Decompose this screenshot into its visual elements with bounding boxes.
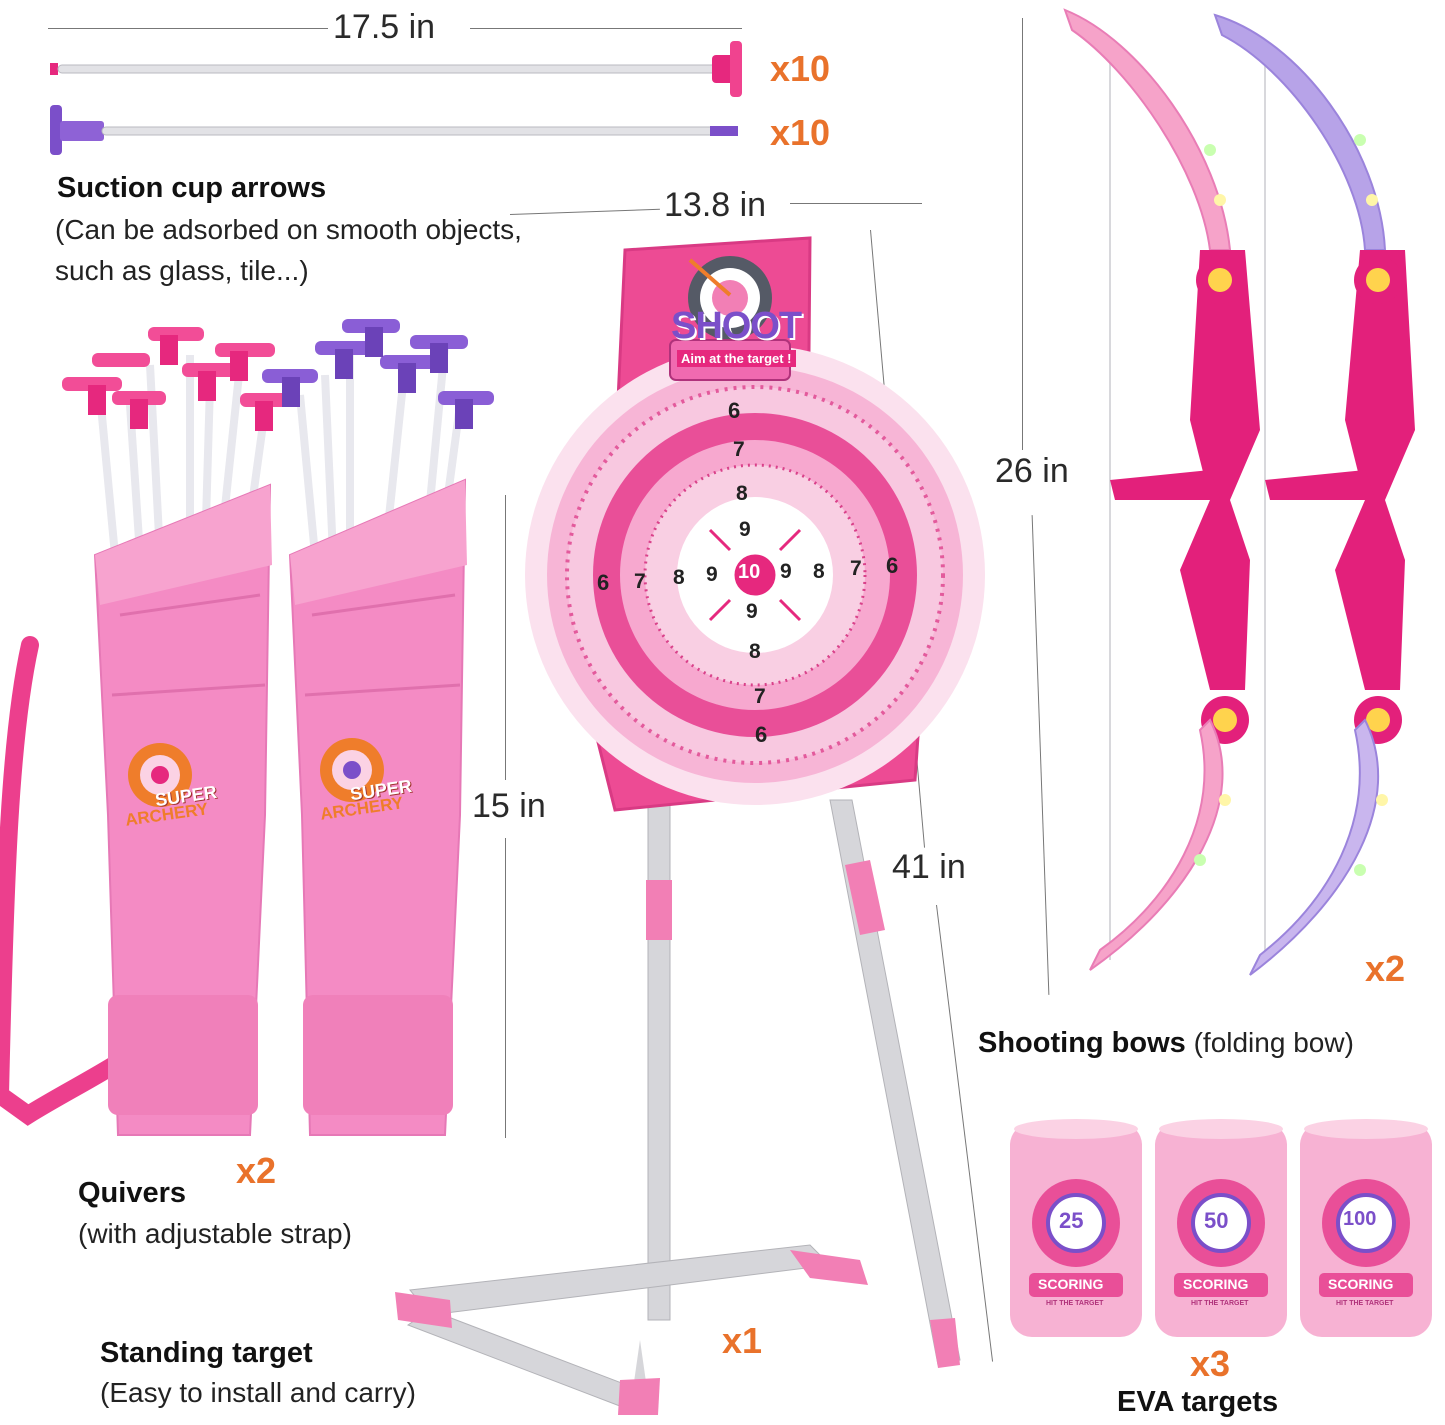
bow-height-line-top (1022, 18, 1023, 450)
eva-can-2-label: SCORING (1183, 1276, 1249, 1292)
purple-arrow (50, 105, 738, 155)
arrows-description-line2: such as glass, tile...) (55, 255, 309, 286)
ring-7-left: 7 (634, 570, 646, 593)
pink-quiver-left (93, 483, 272, 1136)
target-width-line-left (509, 208, 660, 215)
eva-can-3-score: 100 (1343, 1208, 1377, 1230)
arrow-dimension-line-right (470, 28, 742, 29)
eva-cans-illustration (1010, 1119, 1432, 1337)
ring-6-left: 6 (597, 570, 610, 595)
ring-8-right: 8 (813, 560, 825, 583)
bow-height-line-bottom (1031, 515, 1050, 995)
quivers-quantity: x2 (236, 1150, 277, 1191)
stand-quantity: x1 (722, 1320, 763, 1361)
pink-arrows-quantity: x10 (770, 48, 831, 89)
eva-quantity: x3 (1190, 1343, 1231, 1384)
bows-label: Shooting bows (folding bow) (978, 1027, 1354, 1060)
eva-can-3-sublabel: HIT THE TARGET (1336, 1300, 1394, 1307)
pink-arrow (50, 41, 742, 97)
quivers-title: Quivers (78, 1177, 186, 1209)
target-width-label: 13.8 in (664, 186, 767, 224)
ring-9-left: 9 (706, 563, 718, 586)
super-archery-logo-left (128, 743, 192, 807)
bows-title: Shooting bows (978, 1027, 1186, 1059)
target-board (525, 236, 985, 812)
eva-can-1-label: SCORING (1038, 1276, 1104, 1292)
ring-6-top: 6 (728, 398, 741, 423)
ring-7-right: 7 (850, 557, 862, 580)
eva-can-2-sublabel: HIT THE TARGET (1191, 1300, 1249, 1307)
arrows-title: Suction cup arrows (57, 172, 327, 204)
pink-quiver-right (288, 478, 467, 1136)
stand-height-label: 41 in (892, 848, 966, 886)
target-logo-title: SHOOT (671, 305, 802, 347)
ring-7-bottom: 7 (754, 685, 766, 708)
target-logo-subtitle: Aim at the target ! (677, 350, 796, 367)
bullseye-value: 10 (738, 561, 761, 583)
ring-9-bottom: 9 (746, 600, 758, 623)
arrow-length-label: 17.5 in (333, 8, 436, 46)
arrow-dimension-line-left (48, 28, 328, 29)
pink-bow (1063, 8, 1260, 971)
eva-can-1-score: 25 (1059, 1208, 1084, 1233)
ring-8-bottom: 8 (749, 640, 761, 663)
suction-arrows-illustration (50, 41, 742, 155)
standing-target-illustration (395, 236, 985, 1415)
eva-can-3-label: SCORING (1328, 1276, 1394, 1292)
stand-title: Standing target (100, 1337, 313, 1369)
bows-illustration (1063, 8, 1415, 976)
ring-6-right: 6 (886, 553, 899, 578)
super-archery-logo-right (320, 738, 384, 802)
quivers-illustration (0, 319, 494, 1136)
eva-can-1-sublabel: HIT THE TARGET (1046, 1300, 1104, 1307)
eva-can-2-score: 50 (1204, 1208, 1229, 1233)
stand-description: (Easy to install and carry) (100, 1377, 416, 1408)
purple-bow (1213, 13, 1415, 976)
quivers-description: (with adjustable strap) (78, 1218, 352, 1249)
bows-description: (folding bow) (1185, 1027, 1354, 1058)
ring-9-top: 9 (739, 518, 751, 541)
ring-8-top: 8 (736, 482, 748, 505)
ring-9-right: 9 (780, 560, 792, 583)
target-width-line-right (790, 203, 922, 204)
arrows-description-line1: (Can be adsorbed on smooth objects, (55, 214, 522, 245)
eva-can-3 (1300, 1119, 1432, 1337)
ring-8-left: 8 (673, 566, 685, 589)
bows-quantity: x2 (1365, 948, 1406, 989)
quiver-height-line-bottom (505, 838, 506, 1138)
quiver-height-label: 15 in (472, 787, 546, 825)
purple-arrows-quantity: x10 (770, 112, 831, 153)
ring-7-top: 7 (733, 438, 745, 461)
eva-can-2 (1155, 1119, 1287, 1337)
ring-6-bottom: 6 (755, 722, 768, 747)
eva-title: EVA targets (1117, 1386, 1279, 1418)
quiver-strap (0, 636, 139, 1126)
stand-legs (395, 799, 961, 1415)
bow-height-label: 26 in (995, 452, 1069, 490)
eva-can-1 (1010, 1119, 1142, 1337)
quiver-height-line-top (505, 495, 506, 780)
